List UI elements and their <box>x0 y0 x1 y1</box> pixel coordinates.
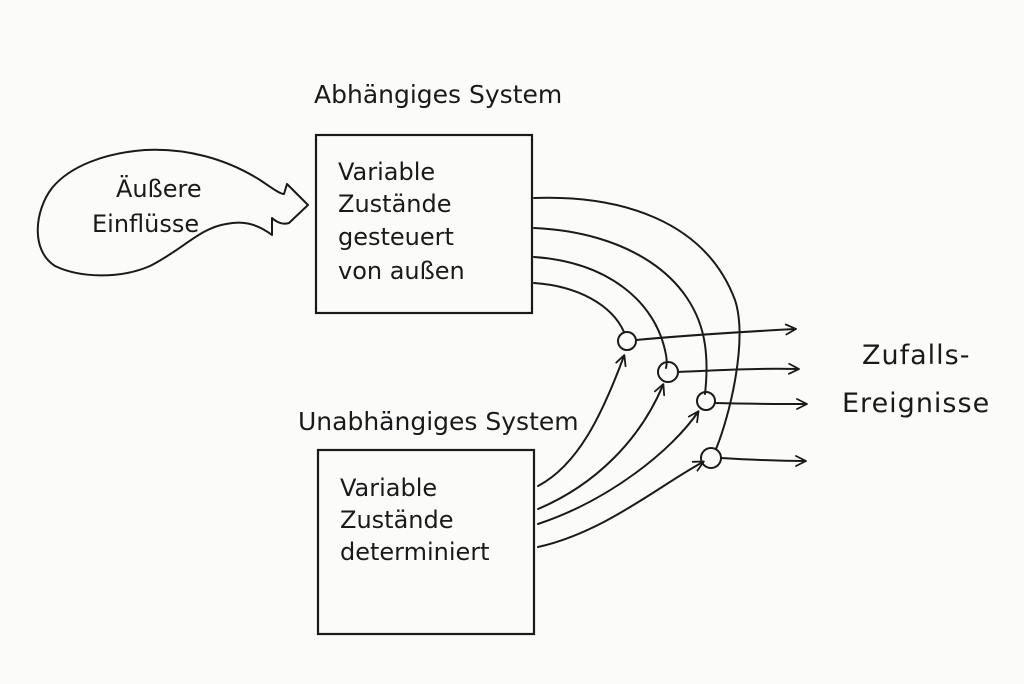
external-influences-line-1: Äußere <box>116 174 202 203</box>
dependent-arc-4 <box>533 282 625 333</box>
event-node-4 <box>700 447 722 469</box>
dependent-system-line-2: Zustände <box>338 190 451 218</box>
dependent-system-box <box>314 133 534 315</box>
random-events-line-1: Zufalls- <box>862 340 970 371</box>
output-arrow-4 <box>720 455 807 467</box>
dependent-system-title: Abhängiges System <box>314 80 562 109</box>
independent-system-line-1: Variable <box>340 474 437 502</box>
output-arrow-3 <box>714 398 808 410</box>
event-node-2 <box>657 361 679 383</box>
dependent-arc-3 <box>533 256 668 369</box>
independent-arc-4 <box>537 460 705 548</box>
external-influences-cloud <box>36 148 309 277</box>
event-node-3 <box>696 391 716 411</box>
random-events-line-2: Ereignisse <box>842 388 990 419</box>
independent-arc-2 <box>537 383 666 510</box>
dependent-system-line-1: Variable <box>338 158 435 186</box>
independent-arc-1 <box>537 354 627 487</box>
output-arrow-1 <box>635 323 797 341</box>
output-arrow-2 <box>677 362 800 375</box>
independent-system-box <box>316 448 536 636</box>
independent-arc-3 <box>537 410 700 525</box>
dependent-arc-1 <box>533 196 741 450</box>
dependent-arc-2 <box>533 227 708 395</box>
dependent-system-line-4: von außen <box>338 257 465 285</box>
event-node-1 <box>617 331 637 351</box>
independent-system-line-3: determiniert <box>340 538 490 566</box>
independent-system-line-2: Zustände <box>340 506 453 534</box>
external-influences-line-2: Einflüsse <box>92 210 199 238</box>
independent-system-title: Unabhängiges System <box>298 407 579 436</box>
dependent-system-line-3: gesteuert <box>338 223 454 251</box>
